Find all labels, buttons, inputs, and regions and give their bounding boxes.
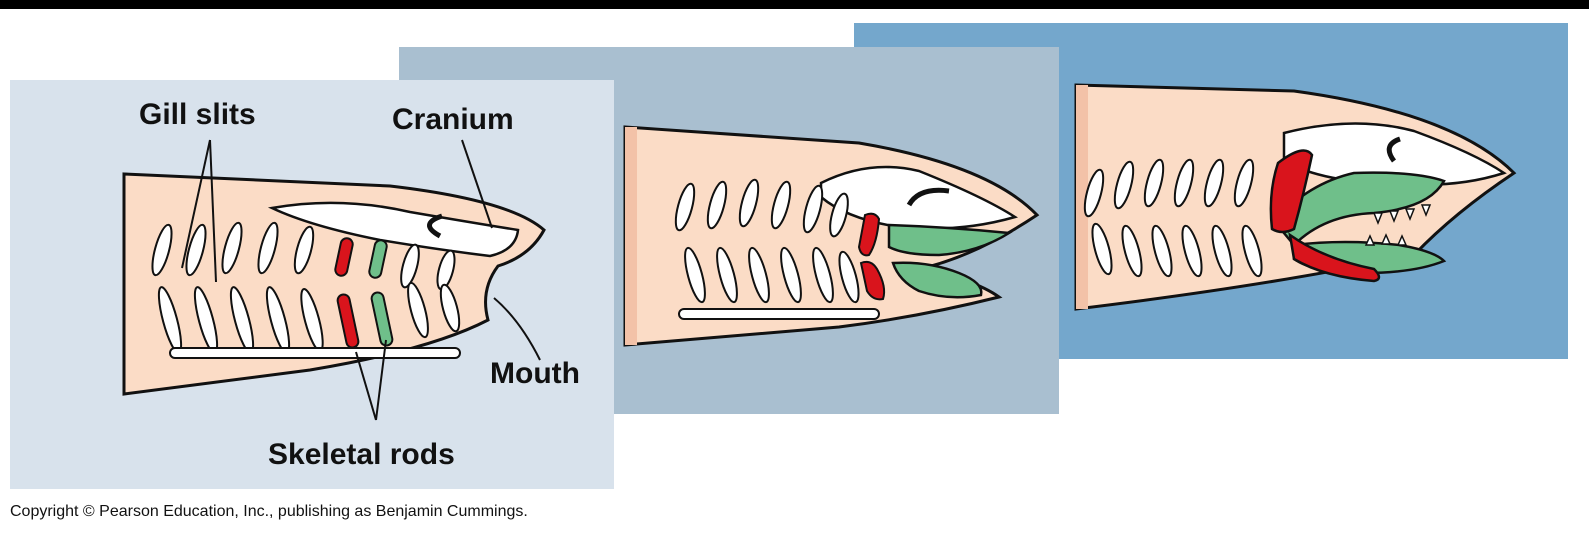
panel-jawless-fish (10, 80, 614, 489)
label-skeletal-rods: Skeletal rods (268, 438, 455, 472)
label-cranium: Cranium (392, 103, 514, 137)
label-gill-slits: Gill slits (139, 98, 256, 132)
label-mouth: Mouth (490, 357, 580, 391)
top-border (0, 0, 1589, 9)
copyright-notice: Copyright © Pearson Education, Inc., pub… (10, 503, 528, 521)
